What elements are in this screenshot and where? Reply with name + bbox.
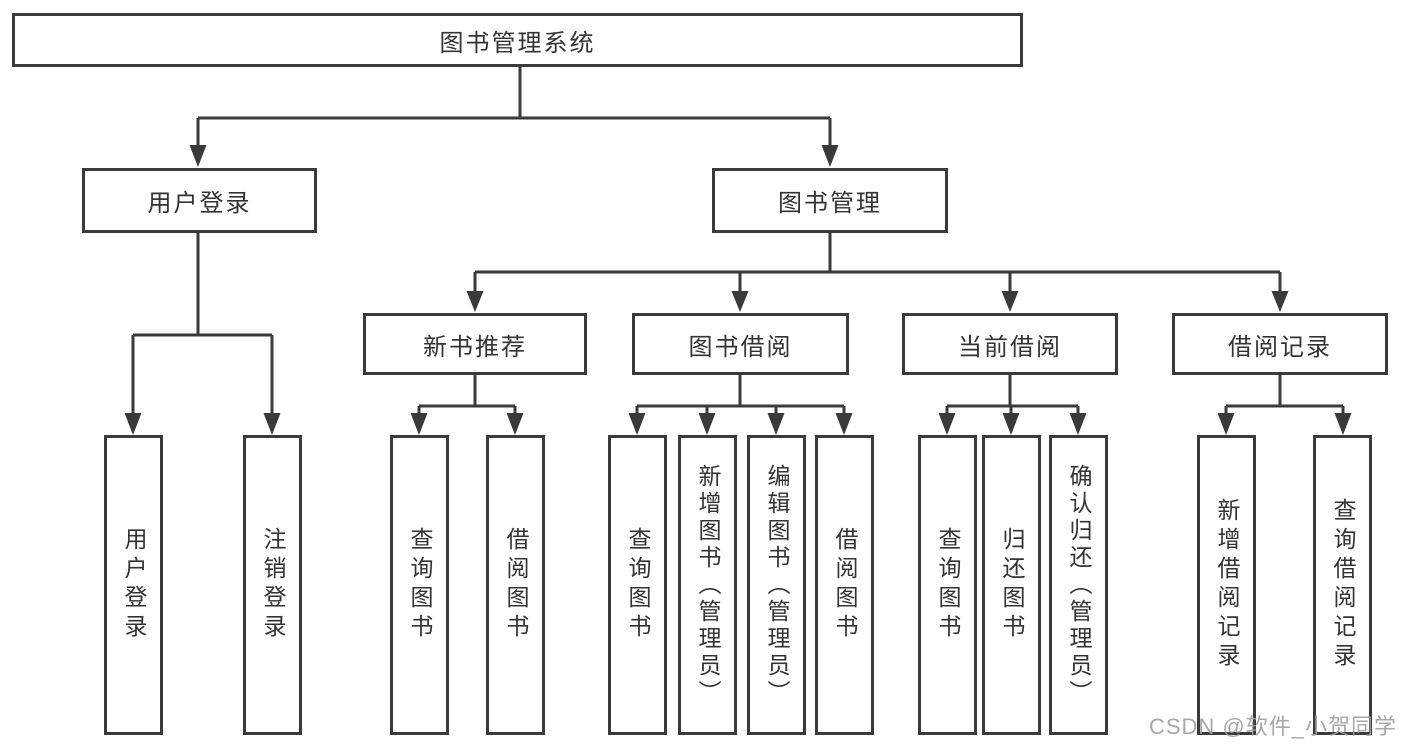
leaf-query-books-borrow: 查询图书 [608,435,667,735]
leaf-query-books-current: 查询图书 [918,435,977,735]
leaf-logout-label: 注销登录 [260,527,286,643]
node-current-borrow: 当前借阅 [902,313,1118,375]
node-book-management: 图书管理 [712,168,948,233]
node-root: 图书管理系统 [12,13,1023,67]
leaf-query-books-newbook-label: 查询图书 [407,527,433,643]
leaf-query-borrow-record-label: 查询借阅记录 [1330,498,1356,672]
leaf-add-books-admin-label: 新增图书（管理员） [695,463,721,707]
leaf-query-books-newbook: 查询图书 [390,435,449,735]
leaf-return-books: 归还图书 [982,435,1041,735]
node-book-borrow: 图书借阅 [632,313,849,375]
node-root-label: 图书管理系统 [439,29,596,57]
leaf-logout: 注销登录 [243,435,302,735]
leaf-borrow-books: 借阅图书 [815,435,874,735]
leaf-add-books-admin: 新增图书（管理员） [678,435,737,735]
leaf-query-books-borrow-label: 查询图书 [625,527,651,643]
leaf-user-login: 用户登录 [104,435,163,735]
leaf-add-borrow-record: 新增借阅记录 [1197,435,1256,735]
leaf-query-books-current-label: 查询图书 [935,527,961,643]
node-borrow-records-label: 借阅记录 [1228,333,1332,361]
leaf-edit-books-admin: 编辑图书（管理员） [747,435,806,735]
leaf-borrow-books-newbook-label: 借阅图书 [503,527,529,643]
leaf-borrow-books-newbook: 借阅图书 [486,435,545,735]
node-user-login: 用户登录 [82,168,317,233]
node-user-login-label: 用户登录 [147,190,252,217]
leaf-user-login-label: 用户登录 [121,527,147,643]
csdn-watermark: CSDN @软件_小贺同学 [1148,714,1397,739]
node-borrow-records: 借阅记录 [1172,313,1388,375]
leaf-return-books-label: 归还图书 [999,527,1025,643]
node-book-borrow-label: 图书借阅 [688,333,793,361]
node-new-book-recommend-label: 新书推荐 [423,333,527,361]
leaf-query-borrow-record: 查询借阅记录 [1313,435,1372,735]
node-book-management-label: 图书管理 [778,190,882,217]
leaf-confirm-return-admin-label: 确认归还（管理员） [1066,463,1092,707]
leaf-edit-books-admin-label: 编辑图书（管理员） [764,463,790,707]
node-current-borrow-label: 当前借阅 [958,333,1062,361]
leaf-confirm-return-admin: 确认归还（管理员） [1049,435,1108,735]
node-new-book-recommend: 新书推荐 [363,313,587,375]
leaf-borrow-books-label: 借阅图书 [832,527,858,643]
leaf-add-borrow-record-label: 新增借阅记录 [1214,498,1240,672]
